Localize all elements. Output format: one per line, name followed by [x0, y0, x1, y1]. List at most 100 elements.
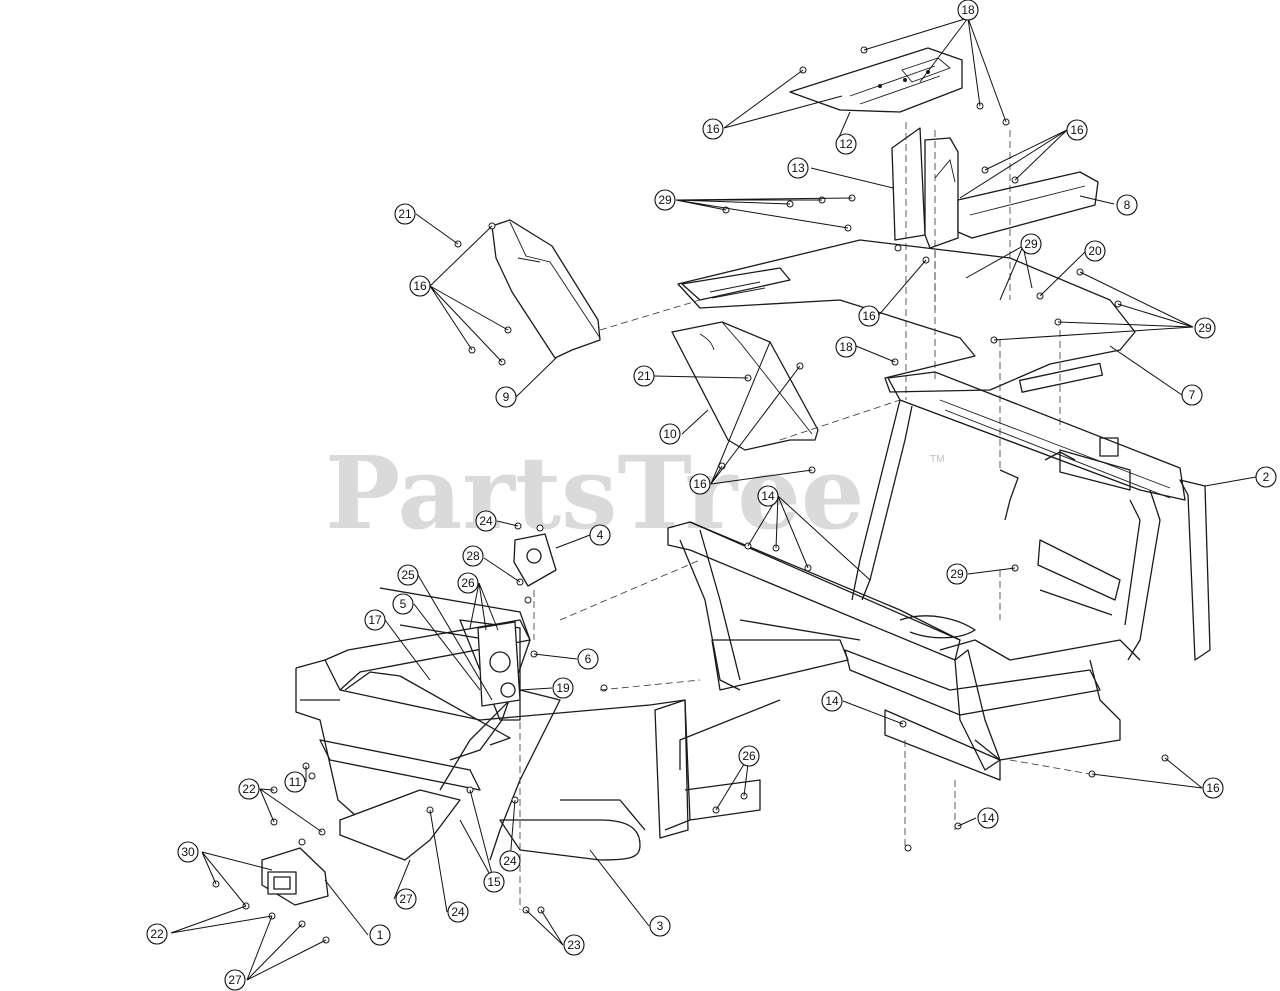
svg-text:24: 24 — [479, 514, 493, 528]
svg-text:24: 24 — [503, 854, 517, 868]
watermark-trademark: TM — [930, 454, 944, 465]
front-frame — [295, 587, 761, 861]
part-13-vertical-bracket — [891, 127, 959, 249]
callout-12[interactable]: 12 — [835, 133, 857, 155]
callout-27[interactable]: 27 — [224, 969, 246, 991]
svg-text:23: 23 — [567, 938, 581, 952]
callout-18[interactable]: 18 — [957, 0, 979, 21]
callout-19[interactable]: 19 — [552, 677, 574, 699]
callout-9[interactable]: 9 — [495, 386, 517, 408]
part-12-top-plate — [789, 47, 963, 113]
callout-4[interactable]: 4 — [589, 524, 611, 546]
callout-29[interactable]: 29 — [1194, 317, 1216, 339]
callout-28[interactable]: 28 — [462, 545, 484, 567]
svg-text:24: 24 — [451, 905, 465, 919]
svg-text:18: 18 — [961, 3, 975, 17]
svg-text:16: 16 — [1070, 123, 1084, 137]
callout-30[interactable]: 30 — [177, 841, 199, 863]
part-4-bracket — [513, 533, 557, 587]
callout-25[interactable]: 25 — [397, 564, 419, 586]
svg-text:5: 5 — [400, 597, 407, 611]
callout-24[interactable]: 24 — [475, 510, 497, 532]
svg-text:16: 16 — [706, 122, 720, 136]
svg-text:22: 22 — [242, 782, 256, 796]
svg-text:16: 16 — [693, 477, 707, 491]
callouts: 18 16 12 13 8 29 16 21 16 29 20 29 16 18… — [146, 0, 1277, 991]
callout-22[interactable]: 22 — [146, 923, 168, 945]
svg-text:16: 16 — [413, 279, 427, 293]
callout-8[interactable]: 8 — [1116, 194, 1138, 216]
callout-21[interactable]: 21 — [633, 365, 655, 387]
svg-text:6: 6 — [585, 652, 592, 666]
svg-text:3: 3 — [657, 919, 664, 933]
callout-16[interactable]: 16 — [702, 118, 724, 140]
svg-text:20: 20 — [1088, 244, 1102, 258]
callout-3[interactable]: 3 — [649, 915, 671, 937]
callout-14[interactable]: 14 — [757, 485, 779, 507]
callout-22[interactable]: 22 — [238, 778, 260, 800]
svg-text:28: 28 — [466, 549, 480, 563]
svg-text:21: 21 — [398, 207, 412, 221]
svg-text:14: 14 — [825, 694, 839, 708]
leader-lines — [170, 17, 1257, 981]
callout-14[interactable]: 14 — [821, 690, 843, 712]
svg-text:29: 29 — [1198, 321, 1212, 335]
callout-21[interactable]: 21 — [394, 203, 416, 225]
callout-1[interactable]: 1 — [369, 924, 391, 946]
callout-29[interactable]: 29 — [1020, 233, 1042, 255]
callout-16[interactable]: 16 — [1066, 119, 1088, 141]
callout-16[interactable]: 16 — [689, 473, 711, 495]
svg-text:2: 2 — [1263, 470, 1270, 484]
svg-text:18: 18 — [839, 340, 853, 354]
callout-18[interactable]: 18 — [835, 336, 857, 358]
svg-text:16: 16 — [1206, 781, 1220, 795]
svg-text:13: 13 — [791, 161, 805, 175]
svg-text:21: 21 — [637, 369, 651, 383]
callout-20[interactable]: 20 — [1084, 240, 1106, 262]
callout-6[interactable]: 6 — [577, 648, 599, 670]
svg-text:8: 8 — [1124, 198, 1131, 212]
callout-24[interactable]: 24 — [447, 901, 469, 923]
svg-text:17: 17 — [368, 613, 382, 627]
callout-16[interactable]: 16 — [858, 305, 880, 327]
callout-13[interactable]: 13 — [787, 157, 809, 179]
svg-text:26: 26 — [461, 576, 475, 590]
callout-17[interactable]: 17 — [364, 609, 386, 631]
part-10-shield — [671, 321, 819, 451]
svg-text:7: 7 — [1189, 388, 1196, 402]
part-9-shield — [491, 219, 601, 359]
callout-29[interactable]: 29 — [654, 189, 676, 211]
callout-11[interactable]: 11 — [284, 771, 306, 793]
svg-text:26: 26 — [742, 749, 756, 763]
callout-5[interactable]: 5 — [392, 593, 414, 615]
svg-text:4: 4 — [597, 528, 604, 542]
svg-text:11: 11 — [289, 775, 302, 789]
callout-29[interactable]: 29 — [946, 563, 968, 585]
callout-16[interactable]: 16 — [1202, 777, 1224, 799]
svg-text:19: 19 — [556, 681, 570, 695]
svg-text:22: 22 — [150, 927, 164, 941]
callout-2[interactable]: 2 — [1255, 466, 1277, 488]
frame-cross-rails — [667, 521, 1141, 781]
svg-text:27: 27 — [228, 973, 242, 987]
callout-24[interactable]: 24 — [499, 850, 521, 872]
part-7-floor-plate — [677, 239, 1136, 393]
svg-text:29: 29 — [1024, 237, 1038, 251]
part-1-hitch — [261, 847, 329, 906]
callout-14[interactable]: 14 — [977, 807, 999, 829]
callout-23[interactable]: 23 — [563, 934, 585, 956]
callout-15[interactable]: 15 — [483, 871, 505, 893]
part-19-bracket — [477, 621, 521, 707]
callout-16[interactable]: 16 — [409, 275, 431, 297]
svg-text:25: 25 — [401, 568, 415, 582]
callout-26[interactable]: 26 — [457, 572, 479, 594]
svg-text:30: 30 — [181, 845, 195, 859]
svg-text:1: 1 — [377, 928, 384, 942]
callout-7[interactable]: 7 — [1181, 384, 1203, 406]
callout-10[interactable]: 10 — [659, 423, 681, 445]
part-8-rail — [957, 171, 1099, 239]
callout-26[interactable]: 26 — [738, 745, 760, 767]
callout-27[interactable]: 27 — [395, 888, 417, 910]
svg-text:16: 16 — [862, 309, 876, 323]
svg-text:14: 14 — [981, 811, 995, 825]
